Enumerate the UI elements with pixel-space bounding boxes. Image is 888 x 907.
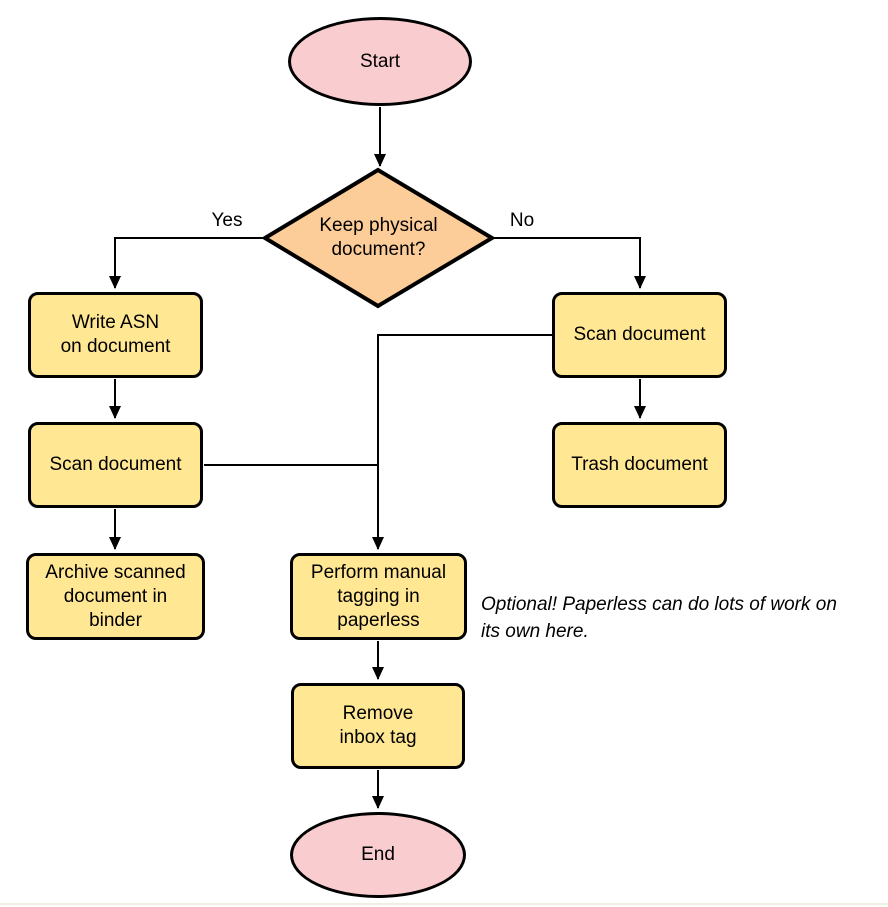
node-manual-tagging: Perform manual tagging in paperless bbox=[290, 553, 467, 640]
node-archive-in-binder: Archive scanned document in binder bbox=[26, 553, 205, 640]
node-end: End bbox=[290, 812, 466, 898]
node-label: Remove inbox tag bbox=[339, 703, 417, 748]
edge-label-no: No bbox=[499, 210, 545, 232]
decision-diamond-shape bbox=[261, 167, 496, 309]
edge-label-yes: Yes bbox=[199, 210, 255, 232]
node-label: Perform manual tagging in paperless bbox=[310, 561, 447, 631]
node-label: Trash document bbox=[571, 454, 708, 475]
node-start: Start bbox=[288, 17, 472, 106]
node-label: Archive scanned document in binder bbox=[45, 561, 186, 631]
node-label: Write ASN on document bbox=[60, 312, 171, 357]
node-remove-inbox-tag: Remove inbox tag bbox=[291, 683, 465, 769]
node-decision: Keep physical document? bbox=[265, 170, 492, 306]
node-label: Start bbox=[359, 50, 401, 72]
node-write-asn: Write ASN on document bbox=[28, 292, 203, 378]
node-scan-document-right: Scan document bbox=[552, 292, 727, 378]
edge-label-text: No bbox=[509, 210, 535, 231]
edge-scan-right-to-tagging bbox=[372, 334, 552, 550]
node-trash-document: Trash document bbox=[552, 422, 727, 508]
note-text: Optional! Paperless can do lots of work … bbox=[481, 594, 837, 642]
edge-decision-yes-to-write-asn bbox=[109, 237, 265, 289]
bottom-edge-line bbox=[0, 903, 888, 905]
node-scan-document-left: Scan document bbox=[28, 422, 203, 508]
edge-decision-no-to-scan-right bbox=[492, 237, 646, 289]
edge-label-text: Yes bbox=[211, 210, 243, 231]
node-label: Scan document bbox=[573, 324, 706, 345]
node-label: Scan document bbox=[49, 454, 182, 475]
node-label: Keep physical document? bbox=[319, 215, 438, 260]
node-label: End bbox=[361, 844, 395, 865]
